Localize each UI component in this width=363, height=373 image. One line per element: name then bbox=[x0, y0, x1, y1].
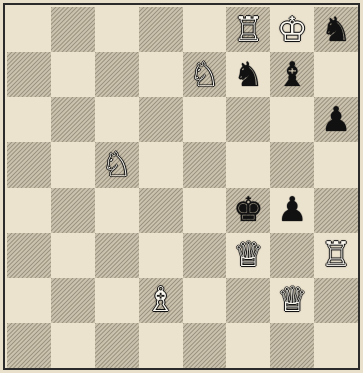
square-e7[interactable]: ♘ bbox=[183, 52, 227, 97]
square-c1[interactable] bbox=[95, 323, 139, 368]
square-e5[interactable] bbox=[183, 142, 227, 187]
square-f7[interactable]: ♞ bbox=[226, 52, 270, 97]
black-pawn-icon[interactable]: ♟ bbox=[270, 188, 314, 233]
square-f2[interactable] bbox=[226, 278, 270, 323]
square-c6[interactable] bbox=[95, 97, 139, 142]
square-e6[interactable] bbox=[183, 97, 227, 142]
square-c4[interactable] bbox=[95, 188, 139, 233]
square-g6[interactable] bbox=[270, 97, 314, 142]
black-knight-icon[interactable]: ♞ bbox=[314, 7, 358, 52]
black-king-icon[interactable]: ♚ bbox=[226, 188, 270, 233]
square-c3[interactable] bbox=[95, 233, 139, 278]
square-c8[interactable] bbox=[95, 7, 139, 52]
square-d5[interactable] bbox=[139, 142, 183, 187]
square-h4[interactable] bbox=[314, 188, 358, 233]
black-bishop-icon[interactable]: ♝ bbox=[270, 52, 314, 97]
white-rook-icon[interactable]: ♖ bbox=[314, 233, 358, 278]
square-e1[interactable] bbox=[183, 323, 227, 368]
square-g5[interactable] bbox=[270, 142, 314, 187]
square-d1[interactable] bbox=[139, 323, 183, 368]
white-queen-icon[interactable]: ♕ bbox=[226, 233, 270, 278]
white-knight-icon[interactable]: ♘ bbox=[95, 142, 139, 187]
square-d7[interactable] bbox=[139, 52, 183, 97]
square-f6[interactable] bbox=[226, 97, 270, 142]
square-c5[interactable]: ♘ bbox=[95, 142, 139, 187]
white-king-icon[interactable]: ♔ bbox=[270, 7, 314, 52]
square-d3[interactable] bbox=[139, 233, 183, 278]
square-e3[interactable] bbox=[183, 233, 227, 278]
square-c2[interactable] bbox=[95, 278, 139, 323]
square-d6[interactable] bbox=[139, 97, 183, 142]
square-f3[interactable]: ♕ bbox=[226, 233, 270, 278]
square-h7[interactable] bbox=[314, 52, 358, 97]
square-h5[interactable] bbox=[314, 142, 358, 187]
square-b4[interactable] bbox=[51, 188, 95, 233]
square-g3[interactable] bbox=[270, 233, 314, 278]
square-f4[interactable]: ♚ bbox=[226, 188, 270, 233]
square-b8[interactable] bbox=[51, 7, 95, 52]
square-g7[interactable]: ♝ bbox=[270, 52, 314, 97]
square-d8[interactable] bbox=[139, 7, 183, 52]
white-bishop-icon[interactable]: ♗ bbox=[139, 278, 183, 323]
square-b7[interactable] bbox=[51, 52, 95, 97]
square-c7[interactable] bbox=[95, 52, 139, 97]
white-knight-icon[interactable]: ♘ bbox=[183, 52, 227, 97]
square-d2[interactable]: ♗ bbox=[139, 278, 183, 323]
square-a2[interactable] bbox=[7, 278, 51, 323]
square-b3[interactable] bbox=[51, 233, 95, 278]
square-g4[interactable]: ♟ bbox=[270, 188, 314, 233]
square-a6[interactable] bbox=[7, 97, 51, 142]
square-b1[interactable] bbox=[51, 323, 95, 368]
chess-board: ♖♔♞♘♞♝♟♘♚♟♕♖♗♕ bbox=[7, 7, 358, 368]
square-f8[interactable]: ♖ bbox=[226, 7, 270, 52]
square-a3[interactable] bbox=[7, 233, 51, 278]
chess-diagram-frame: ♖♔♞♘♞♝♟♘♚♟♕♖♗♕ bbox=[3, 3, 360, 370]
square-f1[interactable] bbox=[226, 323, 270, 368]
square-a5[interactable] bbox=[7, 142, 51, 187]
square-h8[interactable]: ♞ bbox=[314, 7, 358, 52]
square-g1[interactable] bbox=[270, 323, 314, 368]
square-d4[interactable] bbox=[139, 188, 183, 233]
square-h1[interactable] bbox=[314, 323, 358, 368]
square-e2[interactable] bbox=[183, 278, 227, 323]
black-pawn-icon[interactable]: ♟ bbox=[314, 97, 358, 142]
square-b2[interactable] bbox=[51, 278, 95, 323]
black-knight-icon[interactable]: ♞ bbox=[226, 52, 270, 97]
white-queen-icon[interactable]: ♕ bbox=[270, 278, 314, 323]
square-f5[interactable] bbox=[226, 142, 270, 187]
square-h6[interactable]: ♟ bbox=[314, 97, 358, 142]
square-a1[interactable] bbox=[7, 323, 51, 368]
square-b5[interactable] bbox=[51, 142, 95, 187]
square-a8[interactable] bbox=[7, 7, 51, 52]
square-e4[interactable] bbox=[183, 188, 227, 233]
square-a7[interactable] bbox=[7, 52, 51, 97]
square-g2[interactable]: ♕ bbox=[270, 278, 314, 323]
square-e8[interactable] bbox=[183, 7, 227, 52]
white-rook-icon[interactable]: ♖ bbox=[226, 7, 270, 52]
square-h2[interactable] bbox=[314, 278, 358, 323]
square-b6[interactable] bbox=[51, 97, 95, 142]
square-g8[interactable]: ♔ bbox=[270, 7, 314, 52]
square-a4[interactable] bbox=[7, 188, 51, 233]
square-h3[interactable]: ♖ bbox=[314, 233, 358, 278]
